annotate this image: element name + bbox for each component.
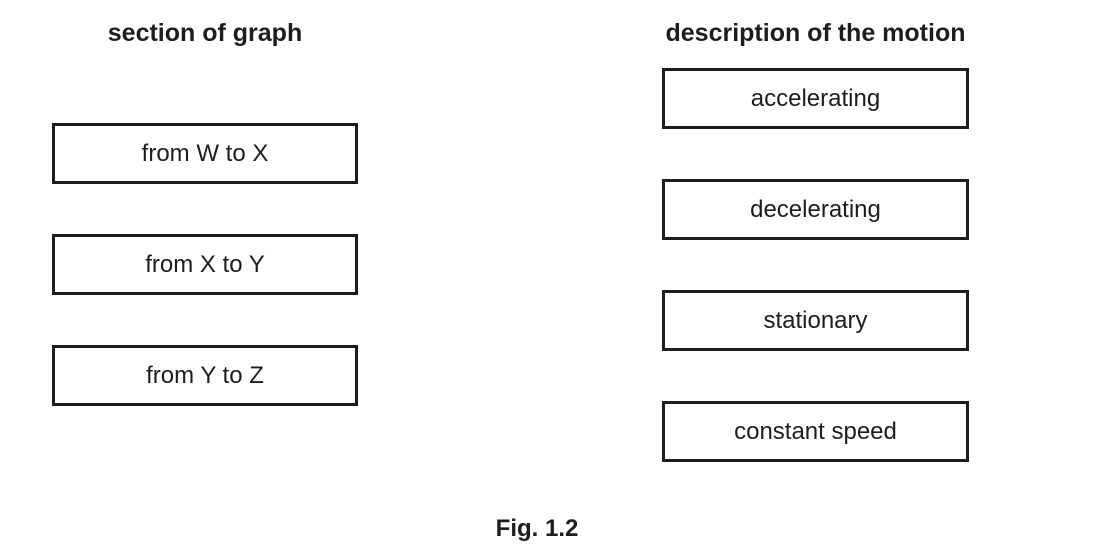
figure-caption: Fig. 1.2	[495, 515, 579, 542]
left-column-heading: section of graph	[107, 19, 303, 47]
section-box-from-w-to-x[interactable]: from W to X	[52, 123, 358, 184]
motion-box-stationary[interactable]: stationary	[662, 290, 969, 351]
motion-box-label: decelerating	[750, 195, 881, 223]
motion-box-decelerating[interactable]: decelerating	[662, 179, 969, 240]
section-box-label: from Y to Z	[146, 361, 264, 389]
motion-box-label: stationary	[763, 306, 868, 334]
right-column-heading: description of the motion	[665, 19, 966, 47]
motion-box-label: accelerating	[750, 84, 881, 112]
section-box-from-y-to-z[interactable]: from Y to Z	[52, 345, 358, 406]
motion-box-accelerating[interactable]: accelerating	[662, 68, 969, 129]
motion-box-constant-speed[interactable]: constant speed	[662, 401, 969, 462]
section-box-label: from X to Y	[145, 250, 265, 278]
section-box-from-x-to-y[interactable]: from X to Y	[52, 234, 358, 295]
motion-box-label: constant speed	[734, 417, 897, 445]
section-box-label: from W to X	[141, 139, 269, 167]
